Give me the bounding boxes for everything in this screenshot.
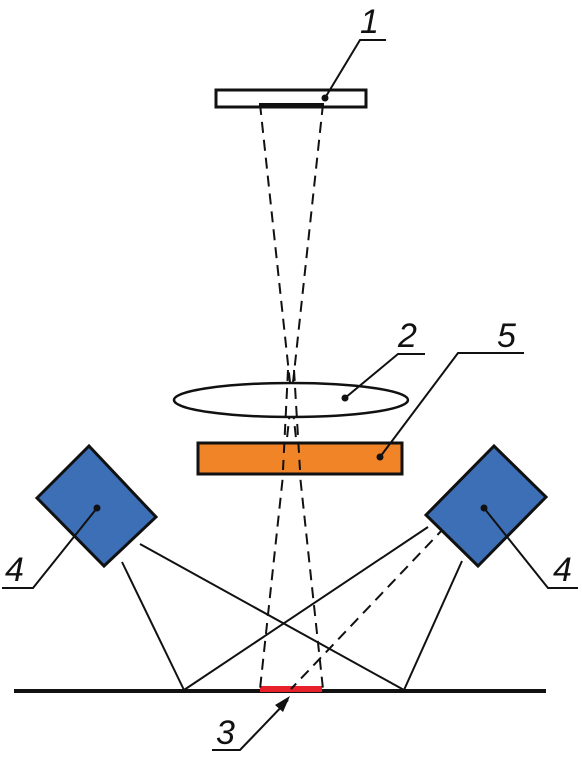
- label-lens: 2: [397, 317, 417, 355]
- left-lamp-rays: [121, 543, 405, 691]
- label-target-spot: 3: [216, 714, 235, 752]
- label-mask: 1: [360, 3, 379, 41]
- lens: [172, 381, 410, 419]
- leader-dots: [93, 94, 488, 512]
- leader-lines: [2, 39, 578, 751]
- label-filter: 5: [497, 317, 516, 355]
- label-lamp-left: 4: [5, 551, 24, 589]
- camera-sightline: [290, 526, 446, 690]
- right-lamp-rays: [183, 526, 463, 691]
- label-lamp-right: 4: [553, 551, 572, 589]
- target-arrow-head: [275, 696, 290, 712]
